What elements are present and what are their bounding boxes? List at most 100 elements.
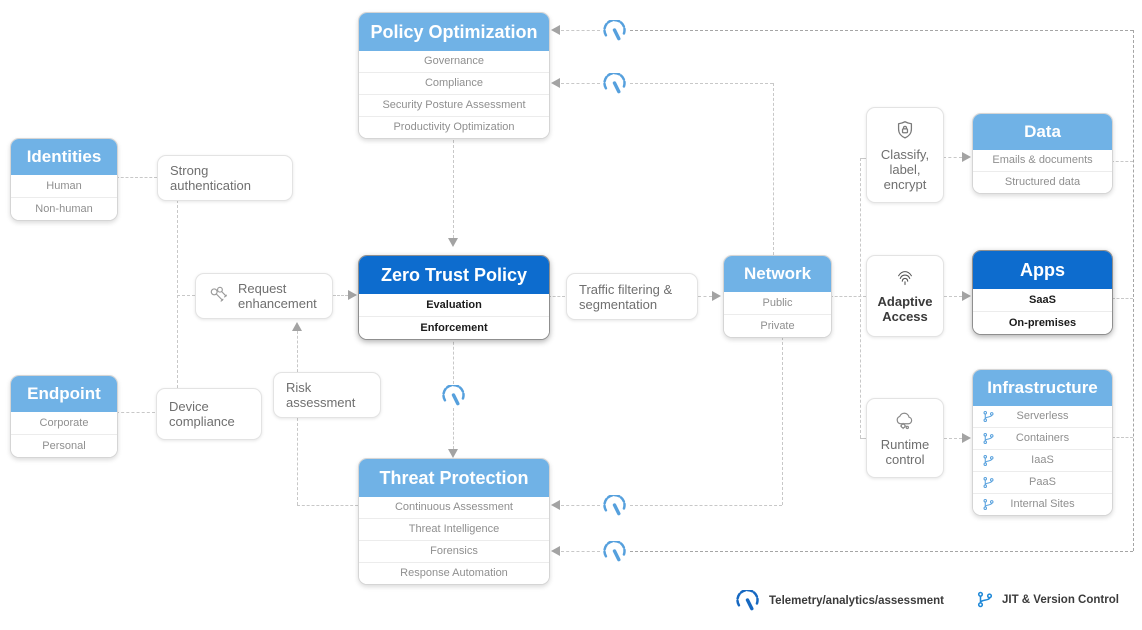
fingerprint-icon: [894, 268, 916, 291]
keys-icon: [208, 284, 231, 309]
connector-riskassessment-up: [297, 331, 298, 372]
arrow-into-threat-contassess: [551, 500, 560, 510]
connector-endpoint-devicecompliance: [116, 412, 155, 413]
connector-forensics-gauge: [561, 551, 600, 552]
network-row-private: Private: [724, 314, 831, 337]
threat-row-continuous-assessment: Continuous Assessment: [359, 497, 549, 518]
identities-title: Identities: [11, 139, 117, 175]
connector-strongauth-down: [177, 200, 178, 388]
apps-row-onpremises: On-premises: [973, 311, 1112, 334]
telemetry-gauge-icon: [603, 73, 626, 94]
connector-gov-gauge: [561, 30, 600, 31]
connector-threat-gauge-right: [630, 505, 782, 506]
connector-ztp-threat-2: [453, 408, 454, 449]
device-compliance-label: Device compliance: [169, 399, 235, 429]
telemetry-gauge-icon: [442, 385, 465, 406]
adaptive-access-box: Adaptive Access: [866, 255, 944, 337]
arrow-into-threatprotection: [448, 449, 458, 458]
connector-network-threat: [782, 337, 783, 505]
branch-icon: [983, 432, 994, 445]
ztp-row-evaluation: Evaluation: [359, 294, 549, 316]
connector-identities-strongauth: [116, 177, 157, 178]
arrow-into-ztp-top: [448, 238, 458, 247]
arrow-into-ztp: [348, 290, 357, 300]
arrow-into-data: [962, 152, 971, 162]
infra-row-serverless: Serverless: [973, 406, 1112, 427]
telemetry-gauge-icon: [603, 495, 626, 516]
identities-box: Identities Human Non-human: [10, 138, 118, 221]
branch-icon: [977, 591, 993, 608]
endpoint-row-corporate: Corporate: [11, 412, 117, 434]
infra-row-containers: Containers: [973, 427, 1112, 449]
branch-icon: [983, 498, 994, 511]
threat-protection-box: Threat Protection Continuous Assessment …: [358, 458, 550, 585]
connector-runtime-infra: [944, 438, 962, 439]
identities-row-human: Human: [11, 175, 117, 197]
connector-threat-gauge-left: [561, 505, 600, 506]
strong-authentication-box: Strong authentication: [157, 155, 293, 201]
risk-assessment-label: Risk assessment: [286, 380, 356, 410]
connector-threatprotection-left: [297, 505, 358, 506]
connector-policyopt-ztp: [453, 135, 454, 238]
connector-compliance-gauge: [561, 83, 600, 84]
connector-branch-classify: [860, 158, 866, 159]
arrow-into-policyopt-top: [551, 25, 560, 35]
strong-authentication-label: Strong authentication: [170, 163, 251, 193]
connector-strongauth-requestenh: [177, 295, 195, 296]
identities-row-nonhuman: Non-human: [11, 197, 117, 220]
branch-icon: [983, 476, 994, 489]
runtime-control-label: Runtime control: [880, 436, 930, 467]
threat-row-response-automation: Response Automation: [359, 562, 549, 584]
endpoint-title: Endpoint: [11, 376, 117, 412]
connector-adaptive-apps: [944, 296, 962, 297]
connector-compliance-network: [773, 83, 774, 255]
connector-gov-rightedge: [630, 30, 1133, 31]
telemetry-gauge-icon: [603, 541, 626, 562]
threat-row-forensics: Forensics: [359, 540, 549, 562]
connector-traffic-network: [698, 296, 712, 297]
connector-network-adaptive: [830, 296, 866, 297]
network-box: Network Public Private: [723, 255, 832, 338]
infra-row-internal-sites: Internal Sites: [973, 493, 1112, 515]
infrastructure-box: Infrastructure Serverless Containers Iaa…: [972, 369, 1113, 516]
connector-forensics-rightedge: [630, 551, 1133, 552]
connector-requestenh-ztp: [333, 295, 348, 296]
connector-controls-branch: [860, 158, 861, 438]
gauge-icon: [736, 590, 759, 611]
threat-row-threat-intelligence: Threat Intelligence: [359, 518, 549, 540]
policyopt-row-governance: Governance: [359, 51, 549, 72]
traffic-filtering-box: Traffic filtering & segmentation: [566, 273, 698, 320]
connector-branch-runtime: [860, 438, 866, 439]
data-row-emails: Emails & documents: [973, 150, 1112, 171]
request-enhancement-label: Request enhancement: [238, 281, 317, 311]
connector-ztp-traffic: [548, 296, 565, 297]
request-enhancement-box: Request enhancement: [195, 273, 333, 319]
endpoint-row-personal: Personal: [11, 434, 117, 457]
device-compliance-box: Device compliance: [156, 388, 262, 440]
adaptive-access-label: Adaptive Access: [877, 294, 933, 324]
legend-jit-label: JIT & Version Control: [1002, 593, 1119, 606]
infra-row-paas: PaaS: [973, 471, 1112, 493]
legend-telemetry-label: Telemetry/analytics/assessment: [769, 594, 944, 607]
endpoint-box: Endpoint Corporate Personal: [10, 375, 118, 458]
apps-title: Apps: [973, 251, 1112, 289]
connector-compliance-right: [630, 83, 773, 84]
threat-protection-title: Threat Protection: [359, 459, 549, 497]
apps-row-saas: SaaS: [973, 289, 1112, 311]
policyopt-row-security-posture: Security Posture Assessment: [359, 94, 549, 116]
policyopt-row-compliance: Compliance: [359, 72, 549, 94]
arrow-into-requestenh: [292, 322, 302, 331]
cloud-gear-icon: [893, 410, 917, 434]
policy-optimization-title: Policy Optimization: [359, 13, 549, 51]
connector-riskassessment-down: [297, 418, 298, 505]
ztp-row-enforcement: Enforcement: [359, 316, 549, 339]
shield-lock-icon: [894, 119, 916, 144]
arrow-into-apps: [962, 291, 971, 301]
arrow-into-infrastructure: [962, 433, 971, 443]
arrow-into-threat-forensics: [551, 546, 560, 556]
classify-label-encrypt-label: Classify, label, encrypt: [880, 146, 930, 192]
branch-icon: [983, 454, 994, 467]
infra-row-iaas: IaaS: [973, 449, 1112, 471]
zero-trust-policy-box: Zero Trust Policy Evaluation Enforcement: [358, 255, 550, 340]
connector-apps-rightedge: [1112, 298, 1133, 299]
